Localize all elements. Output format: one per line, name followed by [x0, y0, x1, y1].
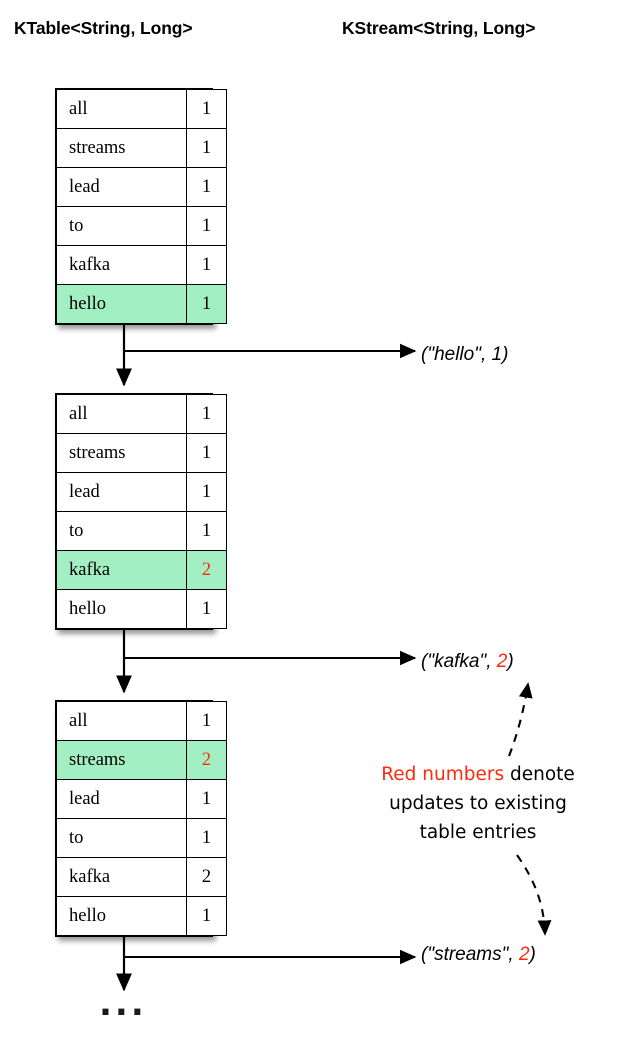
table-cell-key: lead — [56, 779, 187, 819]
arrow-group-stage-3 — [116, 936, 417, 992]
arrow-group-stage-1 — [116, 322, 417, 387]
continuation-ellipsis: ... — [99, 984, 147, 1024]
stream-record-suffix: ) — [502, 344, 509, 365]
table-cell-value: 1 — [186, 701, 227, 741]
table-cell-value: 1 — [186, 433, 227, 473]
table-cell-value: 1 — [186, 589, 227, 629]
table-cell-value-updated: 2 — [186, 550, 227, 590]
legend-note-line3: table entries — [419, 822, 537, 843]
table-row-highlighted: streams 2 — [56, 740, 227, 780]
table-cell-key: lead — [56, 472, 187, 512]
table-cell-value: 1 — [186, 245, 227, 285]
table-cell-value: 1 — [186, 89, 227, 129]
table-cell-value: 2 — [186, 857, 227, 897]
table-row: to 1 — [56, 511, 227, 551]
table-row: streams 1 — [56, 128, 227, 168]
ktable-snapshot-3: all 1 streams 2 lead 1 to 1 kafka 2 — [55, 700, 227, 937]
table-row-highlighted: kafka 2 — [56, 550, 227, 590]
table-cell-key: to — [56, 818, 187, 858]
column-header-kstream: KStream<String, Long> — [342, 18, 536, 38]
stream-record-suffix: ) — [507, 651, 514, 672]
ktable-rows-1: all 1 streams 1 lead 1 to 1 kafka 1 — [56, 89, 227, 324]
callout-dashed-arrow-up — [508, 682, 533, 757]
table-row-highlighted: hello 1 — [56, 284, 227, 324]
table-cell-value: 1 — [186, 896, 227, 936]
table-cell-key: to — [56, 206, 187, 246]
column-header-ktable: KTable<String, Long> — [14, 18, 193, 38]
legend-note-red-term: Red numbers — [381, 764, 505, 785]
stream-record-suffix: ) — [529, 944, 536, 965]
stream-record-prefix: ("streams", — [421, 944, 519, 965]
table-cell-value-updated: 2 — [186, 740, 227, 780]
stream-record-streams: ("streams", 2) — [421, 944, 536, 966]
table-cell-key: kafka — [56, 550, 187, 590]
table-cell-key: to — [56, 511, 187, 551]
arrow-group-stage-2 — [116, 629, 417, 694]
table-row: to 1 — [56, 818, 227, 858]
table-cell-key: hello — [56, 896, 187, 936]
stream-record-number-updated: 2 — [496, 651, 508, 672]
table-row: streams 1 — [56, 433, 227, 473]
table-cell-key: hello — [56, 589, 187, 629]
ktable-rows-2: all 1 streams 1 lead 1 to 1 kafka 2 — [56, 394, 227, 629]
table-cell-key: hello — [56, 284, 187, 324]
stream-record-kafka: ("kafka", 2) — [421, 651, 514, 673]
table-cell-key: streams — [56, 128, 187, 168]
table-cell-value: 1 — [186, 779, 227, 819]
table-row: to 1 — [56, 206, 227, 246]
table-cell-key: all — [56, 89, 187, 129]
table-row: all 1 — [56, 701, 227, 741]
table-cell-value: 1 — [186, 818, 227, 858]
table-cell-key: kafka — [56, 245, 187, 285]
table-cell-key: all — [56, 701, 187, 741]
table-row: lead 1 — [56, 472, 227, 512]
table-cell-key: kafka — [56, 857, 187, 897]
stream-record-number-updated: 2 — [518, 944, 530, 965]
table-row: hello 1 — [56, 589, 227, 629]
stream-record-hello: ("hello", 1) — [421, 344, 508, 366]
table-cell-value: 1 — [186, 284, 227, 324]
table-row: kafka 1 — [56, 245, 227, 285]
table-row: kafka 2 — [56, 857, 227, 897]
ktable-snapshot-1: all 1 streams 1 lead 1 to 1 kafka 1 — [55, 88, 227, 325]
table-cell-value: 1 — [186, 167, 227, 207]
table-cell-key: streams — [56, 740, 187, 780]
table-cell-key: lead — [56, 167, 187, 207]
table-cell-key: streams — [56, 433, 187, 473]
table-row: lead 1 — [56, 779, 227, 819]
table-cell-value: 1 — [186, 511, 227, 551]
ktable-snapshot-2: all 1 streams 1 lead 1 to 1 kafka 2 — [55, 393, 227, 630]
callout-dashed-arrow-down — [516, 854, 552, 936]
legend-note: Red numbers denote updates to existing tab… — [337, 760, 619, 847]
table-cell-value: 1 — [186, 206, 227, 246]
legend-note-line1-rest: denote — [504, 764, 575, 785]
stream-record-prefix: ("hello", — [421, 344, 492, 365]
table-cell-value: 1 — [186, 128, 227, 168]
table-cell-key: all — [56, 394, 187, 434]
table-cell-value: 1 — [186, 394, 227, 434]
table-cell-value: 1 — [186, 472, 227, 512]
table-row: all 1 — [56, 394, 227, 434]
ktable-rows-3: all 1 streams 2 lead 1 to 1 kafka 2 — [56, 701, 227, 936]
legend-note-line2: updates to existing — [389, 793, 567, 814]
stream-record-number: 1 — [491, 344, 503, 365]
table-row: lead 1 — [56, 167, 227, 207]
table-row: all 1 — [56, 89, 227, 129]
stream-record-prefix: ("kafka", — [421, 651, 497, 672]
table-row: hello 1 — [56, 896, 227, 936]
